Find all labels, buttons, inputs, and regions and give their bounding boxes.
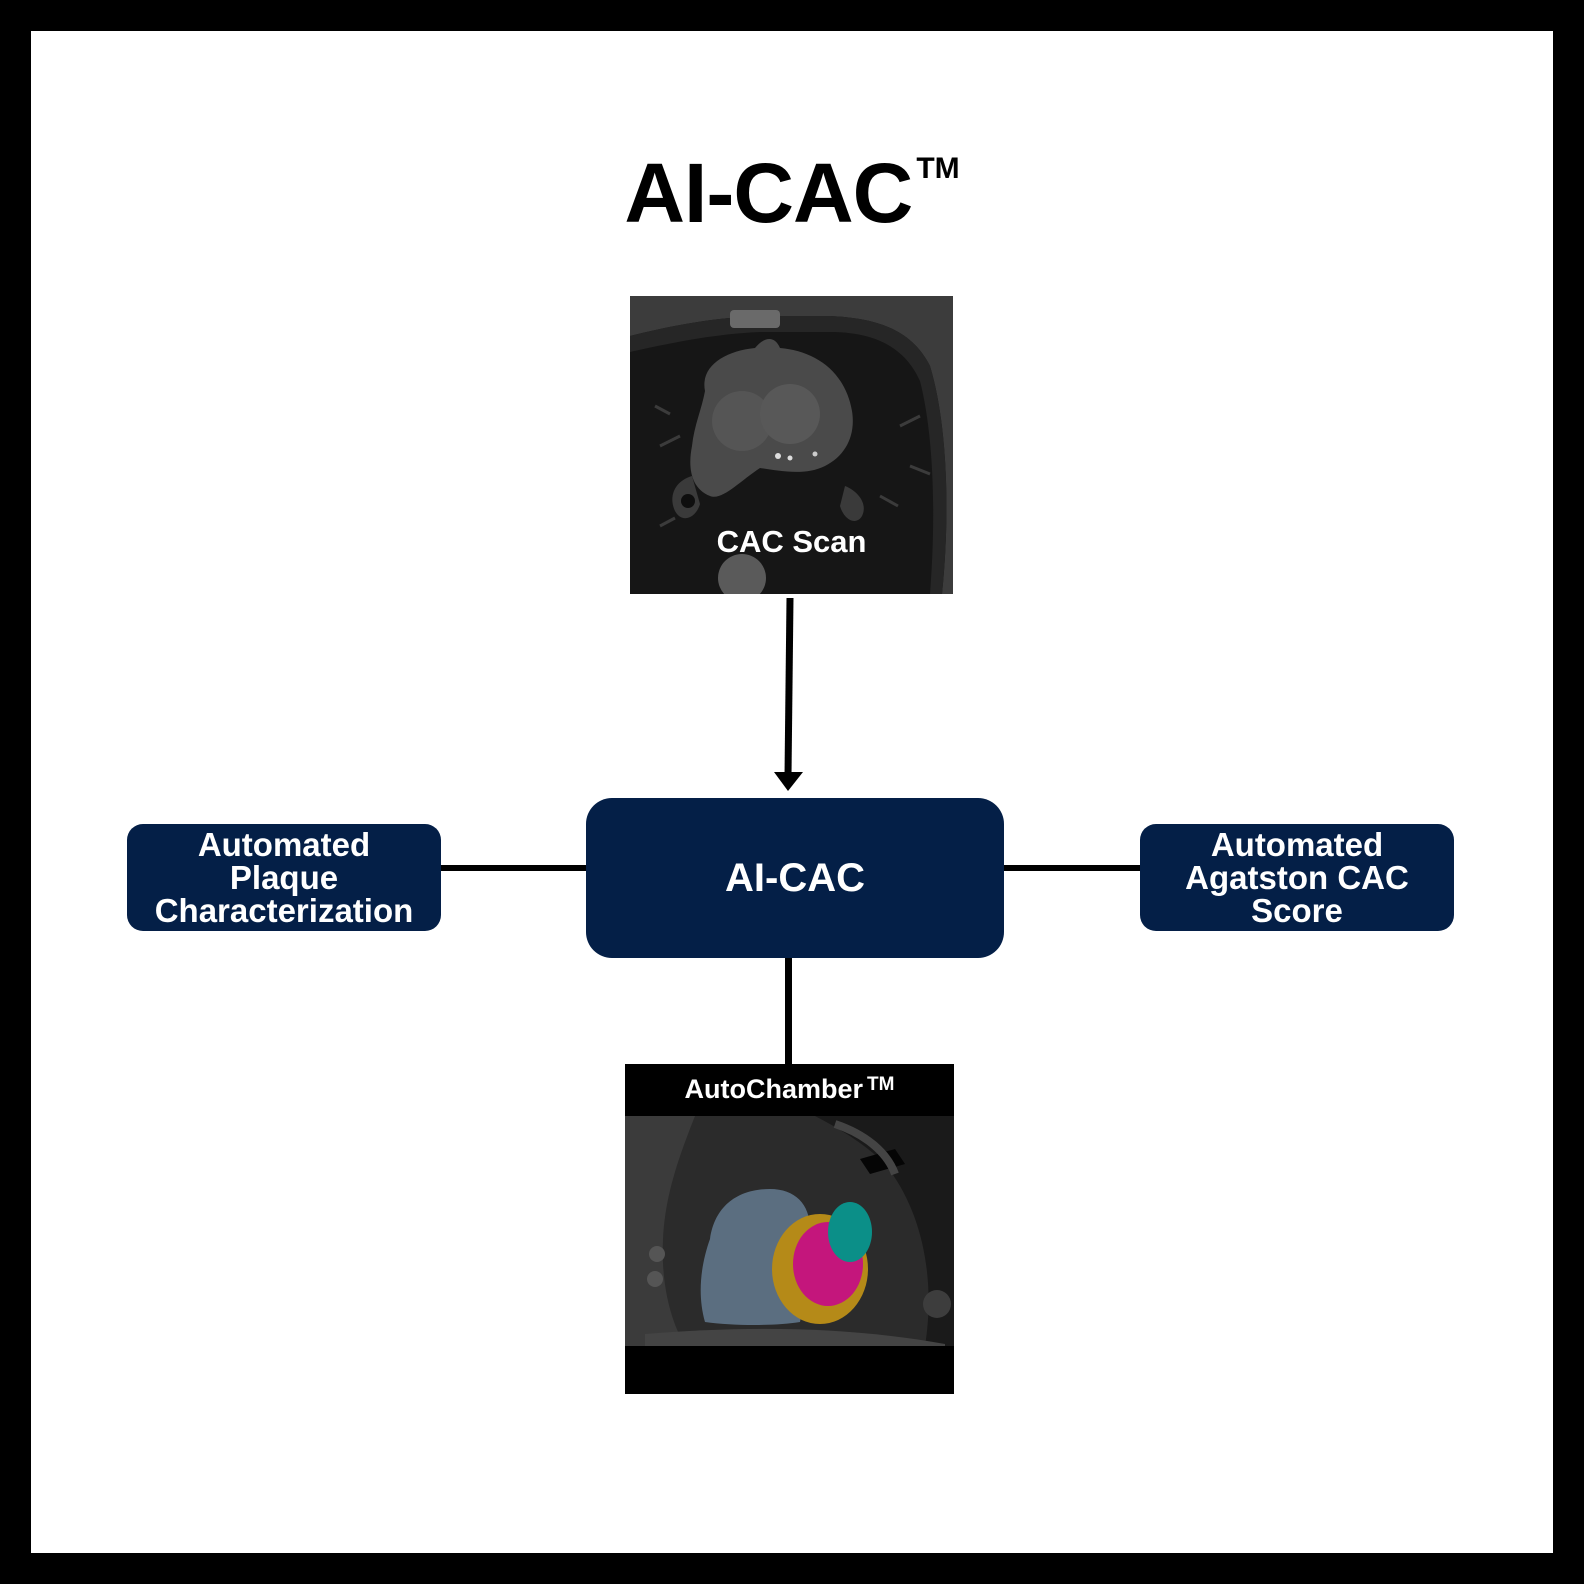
autochamber-label-text: AutoChamber bbox=[684, 1074, 864, 1104]
autochamber-trademark: TM bbox=[867, 1074, 895, 1095]
plaque-box-line-2: Plaque bbox=[229, 859, 339, 896]
arrowhead-icon bbox=[774, 772, 803, 791]
ct-axial-slice-illustration bbox=[630, 296, 953, 594]
connector-left bbox=[429, 865, 587, 871]
connector-bottom bbox=[785, 929, 792, 1064]
connector-right bbox=[1003, 865, 1153, 871]
ai-cac-box: AI-CAC bbox=[586, 798, 1004, 958]
agatston-box-line-1: Automated bbox=[1210, 826, 1384, 863]
title-trademark: TM bbox=[916, 152, 960, 185]
arrow-connector bbox=[774, 597, 803, 791]
plaque-box-line-1: Automated bbox=[197, 826, 371, 863]
title-text: AI-CAC bbox=[624, 146, 913, 240]
agatston-score-box: Automated Agatston CAC Score bbox=[1140, 824, 1454, 931]
chamber-segmentation-illustration bbox=[625, 1064, 954, 1394]
ai-cac-box-label: AI-CAC bbox=[725, 855, 865, 900]
chamber-segment-4 bbox=[828, 1202, 872, 1262]
cac-scan-image: CAC Scan bbox=[630, 296, 953, 594]
plaque-box-line-3: Characterization bbox=[154, 892, 414, 929]
arrow-shaft bbox=[784, 597, 794, 777]
plaque-characterization-box: Automated Plaque Characterization bbox=[127, 824, 441, 931]
scan-label: CAC Scan bbox=[716, 524, 867, 559]
agatston-box-line-2: Agatston CAC bbox=[1185, 859, 1409, 896]
agatston-box-line-3: Score bbox=[1251, 892, 1343, 929]
